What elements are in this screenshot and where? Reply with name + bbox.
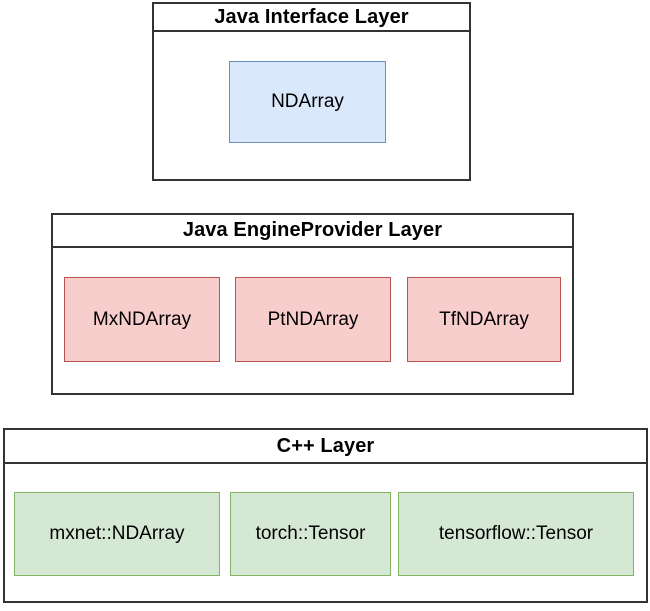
layer-cpp: C++ Layer mxnet::NDArray torch::Tensor t… [3,428,648,603]
node-mxnet-ndarray: mxnet::NDArray [14,492,220,576]
node-mxndarray: MxNDArray [64,277,220,362]
layer-body-cpp: mxnet::NDArray torch::Tensor tensorflow:… [5,464,646,601]
layer-java-interface: Java Interface Layer NDArray [152,2,471,181]
layer-title-java-engineprovider: Java EngineProvider Layer [53,215,572,248]
layer-body-java-interface: NDArray [154,32,469,179]
layer-title-java-interface: Java Interface Layer [154,4,469,32]
layer-title-cpp: C++ Layer [5,430,646,464]
node-ptndarray: PtNDArray [235,277,391,362]
layer-java-engineprovider: Java EngineProvider Layer MxNDArray PtND… [51,213,574,395]
node-torch-tensor: torch::Tensor [230,492,391,576]
node-tfndarray: TfNDArray [407,277,561,362]
node-ndarray: NDArray [229,61,386,143]
layer-body-java-engineprovider: MxNDArray PtNDArray TfNDArray [53,248,572,393]
node-tensorflow-tensor: tensorflow::Tensor [398,492,634,576]
